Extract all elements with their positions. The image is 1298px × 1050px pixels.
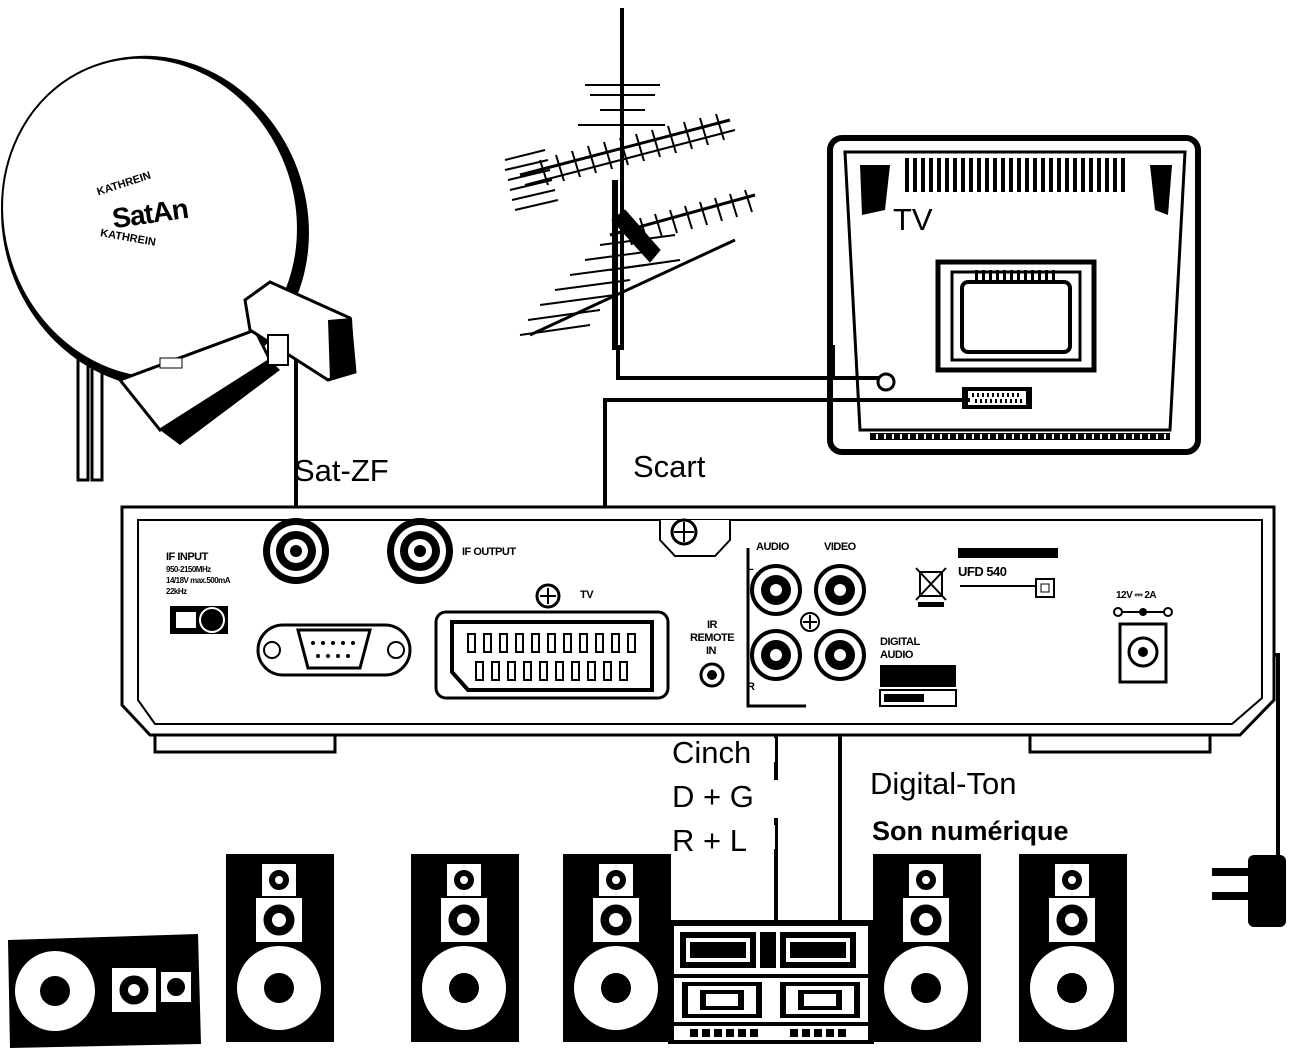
label-cinch: Cinch <box>672 735 752 770</box>
label-digital-audio-1: DIGITAL <box>880 636 920 648</box>
label-son-numerique: Son numérique <box>872 816 1069 846</box>
power-plug <box>1212 855 1286 927</box>
satellite-dish <box>1 55 357 482</box>
label-ir-remote-2: REMOTE <box>690 632 735 644</box>
label-video: VIDEO <box>824 541 856 553</box>
label-digital-ton: Digital-Ton <box>870 766 1017 801</box>
speaker-left-of-stereo <box>563 854 671 1042</box>
label-model: UFD 540 <box>958 564 1007 579</box>
label-if-input: IF INPUT <box>166 551 208 563</box>
label-ir-remote-1: IR <box>707 619 718 631</box>
label-audio: AUDIO <box>756 541 789 553</box>
label-scart: Scart <box>633 449 706 484</box>
speaker-far-right <box>1019 854 1127 1042</box>
stereo-system <box>668 920 874 1044</box>
tv-rear <box>827 135 1201 455</box>
label-power: 12V ⎓ 2A <box>1116 590 1157 601</box>
label-tv: TV <box>893 202 933 237</box>
receiver <box>120 505 1276 754</box>
label-if-input-spec-1: 950-2150MHz <box>166 565 211 574</box>
label-if-output: IF OUTPUT <box>462 546 516 558</box>
label-r-plus-l: R + L <box>672 823 747 858</box>
label-sat-zf: Sat-ZF <box>294 453 389 488</box>
label-d-plus-g: D + G <box>672 779 754 814</box>
center-speaker <box>8 934 201 1048</box>
speaker-right-of-stereo <box>873 854 981 1042</box>
label-if-input-spec-3: 22kHz <box>166 587 187 596</box>
label-audio-r: R <box>747 681 755 693</box>
label-audio-l: L <box>747 561 754 573</box>
speaker-front-right <box>411 854 519 1042</box>
label-digital-audio-2: AUDIO <box>880 649 913 661</box>
speaker-front-left <box>226 854 334 1042</box>
label-receiver-tv: TV <box>580 589 594 601</box>
label-ir-remote-3: IN <box>706 645 717 657</box>
terrestrial-antenna <box>504 8 756 350</box>
label-if-input-spec-2: 14/18V max.500mA <box>166 576 231 585</box>
